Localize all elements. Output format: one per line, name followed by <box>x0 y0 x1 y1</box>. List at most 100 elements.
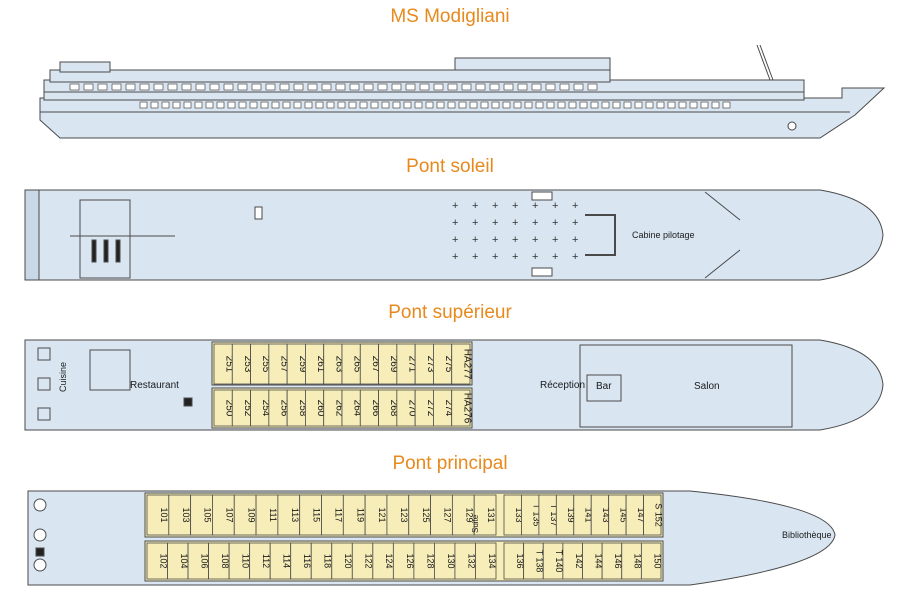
cabin-134[interactable]: 134 <box>475 542 497 580</box>
cabin-271[interactable]: 271 <box>396 343 418 385</box>
profile-porthole <box>183 101 192 109</box>
cabin-104[interactable]: 104 <box>167 542 189 580</box>
cabin-119[interactable]: 119 <box>342 494 366 536</box>
cabin-number: 122 <box>364 553 374 568</box>
cabin-130[interactable]: 130 <box>434 542 456 580</box>
cabin-257[interactable]: 257 <box>268 343 290 385</box>
cabin-121[interactable]: 121 <box>364 494 388 536</box>
cabin-128[interactable]: 128 <box>413 542 435 580</box>
cabin-264[interactable]: 264 <box>341 389 363 427</box>
sun-deck <box>24 189 884 281</box>
cabin-265[interactable]: 265 <box>341 343 363 385</box>
cabin-113[interactable]: 113 <box>277 494 301 536</box>
cabin-267[interactable]: 267 <box>359 343 381 385</box>
cabin-143[interactable]: 143 <box>590 494 611 536</box>
cabin-T140[interactable]: T 140 <box>542 542 564 580</box>
cabin-272[interactable]: 272 <box>414 389 436 427</box>
cabin-148[interactable]: 148 <box>621 542 643 580</box>
lounger-marker: + <box>552 217 558 229</box>
cabin-T137[interactable]: T 137 <box>538 494 559 536</box>
cabin-150[interactable]: 150 <box>640 542 662 580</box>
cabin-number: 269 <box>388 356 399 373</box>
cabin-255[interactable]: 255 <box>250 343 272 385</box>
cabin-131[interactable]: 131 <box>473 494 497 536</box>
cabin-number: 123 <box>399 507 409 522</box>
cabin-126[interactable]: 126 <box>392 542 415 580</box>
cabin-273[interactable]: 273 <box>414 343 436 385</box>
cabin-108[interactable]: 108 <box>208 542 230 580</box>
cabin-109[interactable]: 109 <box>233 494 257 536</box>
profile-porthole <box>359 101 368 109</box>
cabin-250[interactable]: 250 <box>213 389 235 427</box>
cabin-110[interactable]: 110 <box>228 542 251 580</box>
cabin-127[interactable]: 127 <box>430 494 453 536</box>
cabin-123[interactable]: 123 <box>386 494 410 536</box>
cabin-number: 251 <box>224 356 235 373</box>
cabin-252[interactable]: 252 <box>231 389 253 427</box>
profile-window <box>587 83 598 91</box>
cabin-122[interactable]: 122 <box>351 542 374 580</box>
profile-porthole <box>447 101 456 109</box>
cabin-260[interactable]: 260 <box>305 389 326 427</box>
cabin-251[interactable]: 251 <box>213 343 235 385</box>
cabin-136[interactable]: 136 <box>503 542 525 580</box>
cabin-114[interactable]: 114 <box>269 542 292 580</box>
cabin-133[interactable]: 133 <box>503 494 524 536</box>
profile-porthole <box>502 101 511 109</box>
cabin-117[interactable]: 117 <box>321 494 344 536</box>
cabin-124[interactable]: 124 <box>372 542 394 580</box>
cabin-269[interactable]: 269 <box>378 343 400 385</box>
cabin-132[interactable]: 132 <box>454 542 476 580</box>
cabin-103[interactable]: 103 <box>168 494 192 536</box>
cabin-102[interactable]: 102 <box>146 542 168 580</box>
cabin-254[interactable]: 254 <box>250 389 272 427</box>
cabin-125[interactable]: 125 <box>408 494 431 536</box>
bar-label: Bar <box>596 381 612 392</box>
cabin-139[interactable]: 139 <box>555 494 576 536</box>
cabin-258[interactable]: 258 <box>286 389 308 427</box>
cabin-145[interactable]: 145 <box>608 494 629 536</box>
profile-porthole <box>249 101 258 109</box>
cabin-number: 104 <box>179 553 189 568</box>
cabin-T138[interactable]: T 138 <box>523 542 545 580</box>
cabin-274[interactable]: 274 <box>433 389 454 427</box>
cabin-142[interactable]: 142 <box>562 542 584 580</box>
cabin-107[interactable]: 107 <box>212 494 235 536</box>
profile-porthole <box>513 101 522 109</box>
cabin-275[interactable]: 275 <box>433 343 454 385</box>
cabin-101[interactable]: 101 <box>146 494 170 536</box>
cabin-number: 274 <box>443 400 454 417</box>
cabin-261[interactable]: 261 <box>305 343 326 385</box>
cabin-116[interactable]: 116 <box>290 542 312 580</box>
cabin-111[interactable]: 111 <box>255 494 279 536</box>
cabin-253[interactable]: 253 <box>231 343 253 385</box>
cabin-T135[interactable]: T 135 <box>521 494 541 536</box>
cabin-256[interactable]: 256 <box>268 389 290 427</box>
cabin-141[interactable]: 141 <box>573 494 594 536</box>
cabin-112[interactable]: 112 <box>249 542 271 580</box>
cabin-118[interactable]: 118 <box>310 542 333 580</box>
cabin-144[interactable]: 144 <box>582 542 604 580</box>
cabin-HA277[interactable]: HA277 <box>451 343 473 385</box>
cabin-number: 143 <box>601 507 611 522</box>
cabin-number: T 135 <box>531 504 541 527</box>
cabin-number: 113 <box>290 508 300 522</box>
cabin-146[interactable]: 146 <box>601 542 623 580</box>
cabin-106[interactable]: 106 <box>187 542 209 580</box>
cabin-263[interactable]: 263 <box>323 343 345 385</box>
cabin-120[interactable]: 120 <box>331 542 353 580</box>
cabin-HA276[interactable]: HA276 <box>451 389 473 427</box>
cabin-147[interactable]: 147 <box>625 494 646 536</box>
cabin-105[interactable]: 105 <box>190 494 213 536</box>
cabin-S152[interactable]: S 152 <box>643 494 664 536</box>
profile-window <box>83 83 94 91</box>
cabin-268[interactable]: 268 <box>378 389 400 427</box>
cabin-266[interactable]: 266 <box>359 389 381 427</box>
cabin-262[interactable]: 262 <box>323 389 345 427</box>
profile-porthole <box>612 101 621 109</box>
cabin-270[interactable]: 270 <box>396 389 418 427</box>
profile-porthole <box>579 101 588 109</box>
cabin-115[interactable]: 115 <box>299 494 322 536</box>
ship-windows <box>69 83 731 109</box>
cabin-259[interactable]: 259 <box>286 343 308 385</box>
